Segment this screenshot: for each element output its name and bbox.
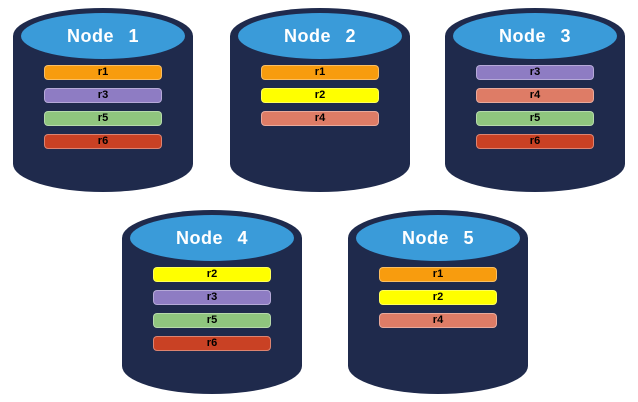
replica-bar-r4: r4 bbox=[261, 111, 379, 126]
replica-bar-r1: r1 bbox=[261, 65, 379, 80]
replica-bar-r5: r5 bbox=[44, 111, 162, 126]
replica-bar-r3: r3 bbox=[153, 290, 271, 305]
replica-bar-r4: r4 bbox=[476, 88, 594, 103]
cylinder-top-face: Node 5 bbox=[356, 215, 520, 261]
replica-bar-r3: r3 bbox=[476, 65, 594, 80]
replica-bar-r5: r5 bbox=[476, 111, 594, 126]
node-title: Node 4 bbox=[175, 227, 248, 248]
node-title: Node 3 bbox=[498, 25, 571, 46]
replica-bar-r2: r2 bbox=[153, 267, 271, 282]
replica-bar-r3: r3 bbox=[44, 88, 162, 103]
node-title: Node 2 bbox=[283, 25, 356, 46]
replica-bar-list: r2 r3 r5 r6 bbox=[153, 267, 271, 351]
database-node-5: Node 5 r1 r2 r4 bbox=[348, 210, 528, 394]
replica-bar-r2: r2 bbox=[261, 88, 379, 103]
replica-bar-r5: r5 bbox=[153, 313, 271, 328]
replica-bar-r1: r1 bbox=[44, 65, 162, 80]
cylinder-top-face: Node 1 bbox=[21, 13, 185, 59]
replica-bar-list: r3 r4 r5 r6 bbox=[476, 65, 594, 149]
cylinder-top-face: Node 2 bbox=[238, 13, 402, 59]
replica-bar-list: r1 r2 r4 bbox=[261, 65, 379, 126]
replica-bar-list: r1 r3 r5 r6 bbox=[44, 65, 162, 149]
replica-bar-r6: r6 bbox=[153, 336, 271, 351]
database-node-4: Node 4 r2 r3 r5 r6 bbox=[122, 210, 302, 394]
replica-bar-r1: r1 bbox=[379, 267, 497, 282]
cylinder-top-face: Node 4 bbox=[130, 215, 294, 261]
cylinder-top-face: Node 3 bbox=[453, 13, 617, 59]
database-node-3: Node 3 r3 r4 r5 r6 bbox=[445, 8, 625, 192]
database-node-1: Node 1 r1 r3 r5 r6 bbox=[13, 8, 193, 192]
node-title: Node 1 bbox=[66, 25, 139, 46]
database-node-2: Node 2 r1 r2 r4 bbox=[230, 8, 410, 192]
replica-bar-r4: r4 bbox=[379, 313, 497, 328]
replica-bar-r2: r2 bbox=[379, 290, 497, 305]
replica-bar-r6: r6 bbox=[476, 134, 594, 149]
replica-bar-list: r1 r2 r4 bbox=[379, 267, 497, 328]
replica-bar-r6: r6 bbox=[44, 134, 162, 149]
node-title: Node 5 bbox=[401, 227, 474, 248]
